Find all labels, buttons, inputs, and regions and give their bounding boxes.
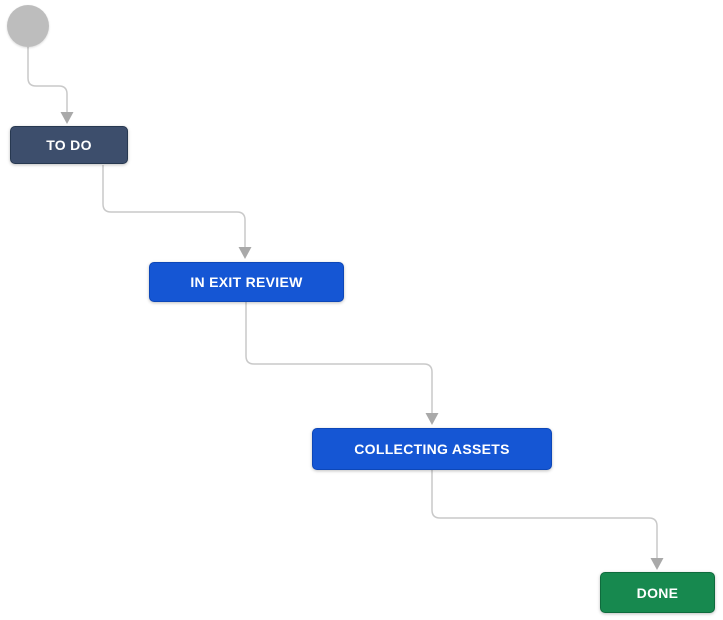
transition-to-do-to-in-exit-review[interactable] — [102, 165, 246, 248]
workflow-node-in-exit-review[interactable]: IN EXIT REVIEW — [149, 262, 344, 302]
arrowhead-icon — [650, 558, 664, 570]
node-label: COLLECTING ASSETS — [354, 441, 510, 457]
arrowhead-icon — [425, 413, 439, 425]
transition-in-exit-review-to-collecting-assets[interactable] — [245, 302, 433, 414]
workflow-node-collecting-assets[interactable]: COLLECTING ASSETS — [312, 428, 552, 470]
transition-collecting-assets-to-done[interactable] — [431, 470, 658, 559]
start-node-circle[interactable] — [7, 5, 49, 47]
transition-start-to-to-do[interactable] — [27, 47, 68, 113]
arrowhead-icon — [238, 247, 252, 259]
arrowhead-icon — [60, 112, 74, 124]
node-label: DONE — [636, 584, 679, 601]
node-label: TO DO — [46, 137, 92, 153]
workflow-node-done[interactable]: DONE — [600, 572, 715, 613]
workflow-node-to-do[interactable]: TO DO — [10, 126, 128, 164]
node-label: IN EXIT REVIEW — [190, 274, 303, 290]
